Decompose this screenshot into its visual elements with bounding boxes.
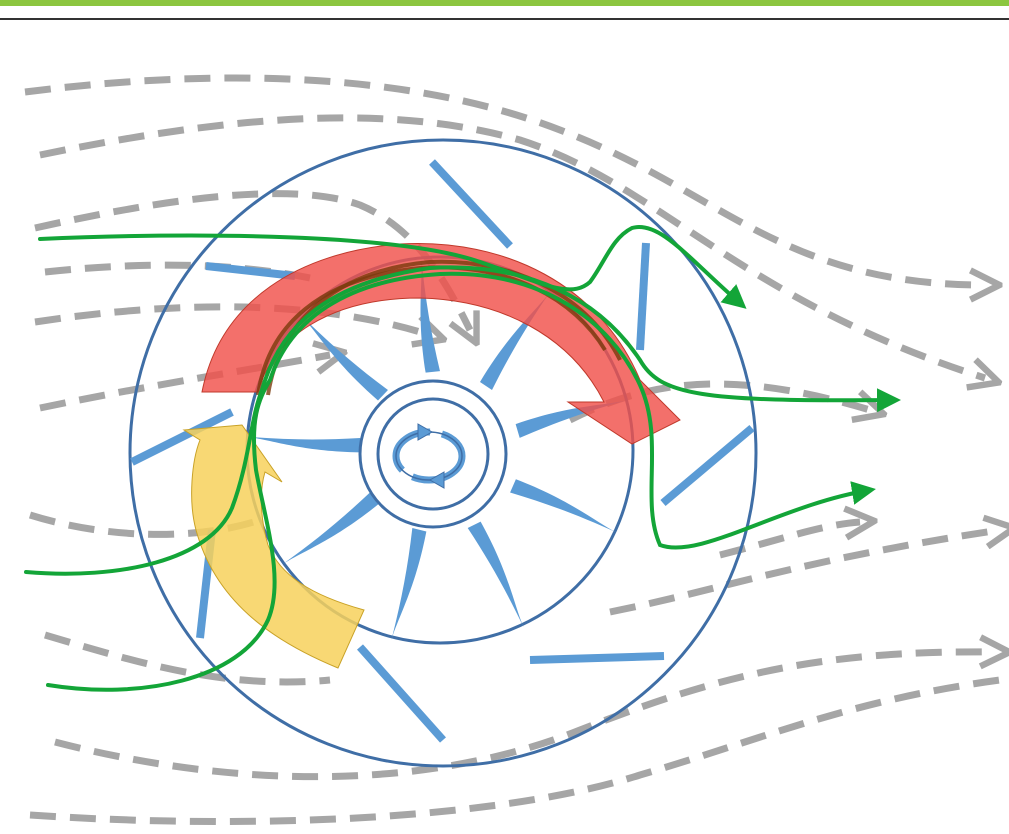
guide-vane-7 xyxy=(660,424,755,507)
streamline-1 xyxy=(24,74,985,285)
guide-vanes xyxy=(130,159,755,743)
guide-vane-6 xyxy=(529,652,665,664)
streamline-12 xyxy=(54,652,995,781)
streamlines xyxy=(24,74,1001,826)
streamline-6 xyxy=(39,355,330,412)
hub-inner xyxy=(376,397,490,511)
runner-blade xyxy=(467,521,524,628)
runner-blade xyxy=(281,492,379,565)
runner-blade xyxy=(301,315,388,401)
guide-vane-1 xyxy=(429,159,513,249)
guide-vane-3 xyxy=(130,408,234,466)
flow-paths xyxy=(24,224,901,692)
flow-path-2 xyxy=(24,265,901,576)
streamline-11 xyxy=(44,631,331,686)
guide-vane-5 xyxy=(357,644,446,743)
streamline-10 xyxy=(609,530,1000,616)
runner-blades xyxy=(246,258,628,640)
yellow-curved-arrow xyxy=(182,424,365,669)
header-bar xyxy=(0,0,1009,6)
hub-outer xyxy=(358,379,508,529)
flow-path-3 xyxy=(46,271,876,692)
guide-vane-8 xyxy=(636,242,650,351)
runner-blade xyxy=(515,400,628,438)
streamline-7 xyxy=(568,380,870,424)
runner-blade xyxy=(510,479,617,533)
streamline-13 xyxy=(29,676,1001,826)
runner-blade xyxy=(391,528,427,640)
runner-blade xyxy=(420,258,440,373)
guide-vane-2 xyxy=(205,262,296,280)
streamline-2 xyxy=(39,114,985,378)
header-rule xyxy=(0,18,1009,20)
circular-rotation-icon xyxy=(392,423,466,489)
runner-blade xyxy=(246,436,361,453)
streamline-4 xyxy=(44,261,311,282)
outer-casing xyxy=(128,138,758,768)
